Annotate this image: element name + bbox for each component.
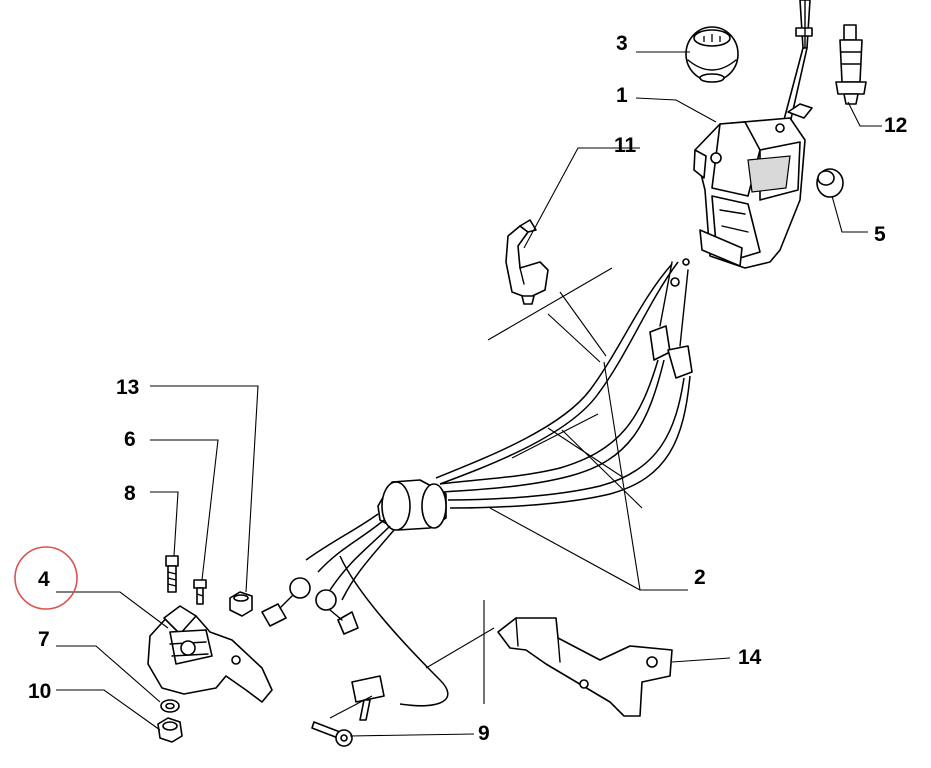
callout-12[interactable]: 12 — [884, 114, 907, 137]
callout-9[interactable]: 9 — [478, 722, 490, 745]
callout-6[interactable]: 6 — [124, 428, 136, 451]
break-markers — [329, 267, 643, 719]
leader-lines — [56, 51, 882, 737]
screw — [311, 721, 353, 747]
reverse-switch — [835, 24, 867, 105]
callout-labels: 3 1 12 11 5 13 6 8 4 2 7 14 10 9 — [28, 32, 907, 745]
callout-5[interactable]: 5 — [874, 223, 886, 246]
bushing — [816, 168, 844, 198]
callout-1[interactable]: 1 — [616, 84, 628, 107]
callout-3[interactable]: 3 — [616, 32, 628, 55]
gear-shift-housing — [693, 0, 813, 269]
callout-8[interactable]: 8 — [124, 482, 136, 505]
flange-nut — [157, 717, 183, 743]
callout-4[interactable]: 4 — [38, 568, 50, 591]
callout-2[interactable]: 2 — [694, 566, 706, 589]
callout-7[interactable]: 7 — [38, 628, 50, 651]
callout-11[interactable]: 11 — [614, 134, 637, 157]
shift-cables — [261, 258, 693, 721]
small-bolt — [193, 579, 207, 605]
shift-selector-assembly — [147, 605, 273, 703]
gear-knob — [685, 26, 739, 83]
callout-14[interactable]: 14 — [738, 646, 762, 669]
washer — [160, 699, 180, 713]
bolt — [165, 555, 179, 593]
nut — [229, 591, 253, 617]
callout-10[interactable]: 10 — [28, 680, 51, 703]
mounting-bracket — [497, 617, 673, 717]
cable-bracket — [505, 219, 549, 305]
callout-13[interactable]: 13 — [116, 376, 139, 399]
highlight-circle — [14, 546, 78, 610]
